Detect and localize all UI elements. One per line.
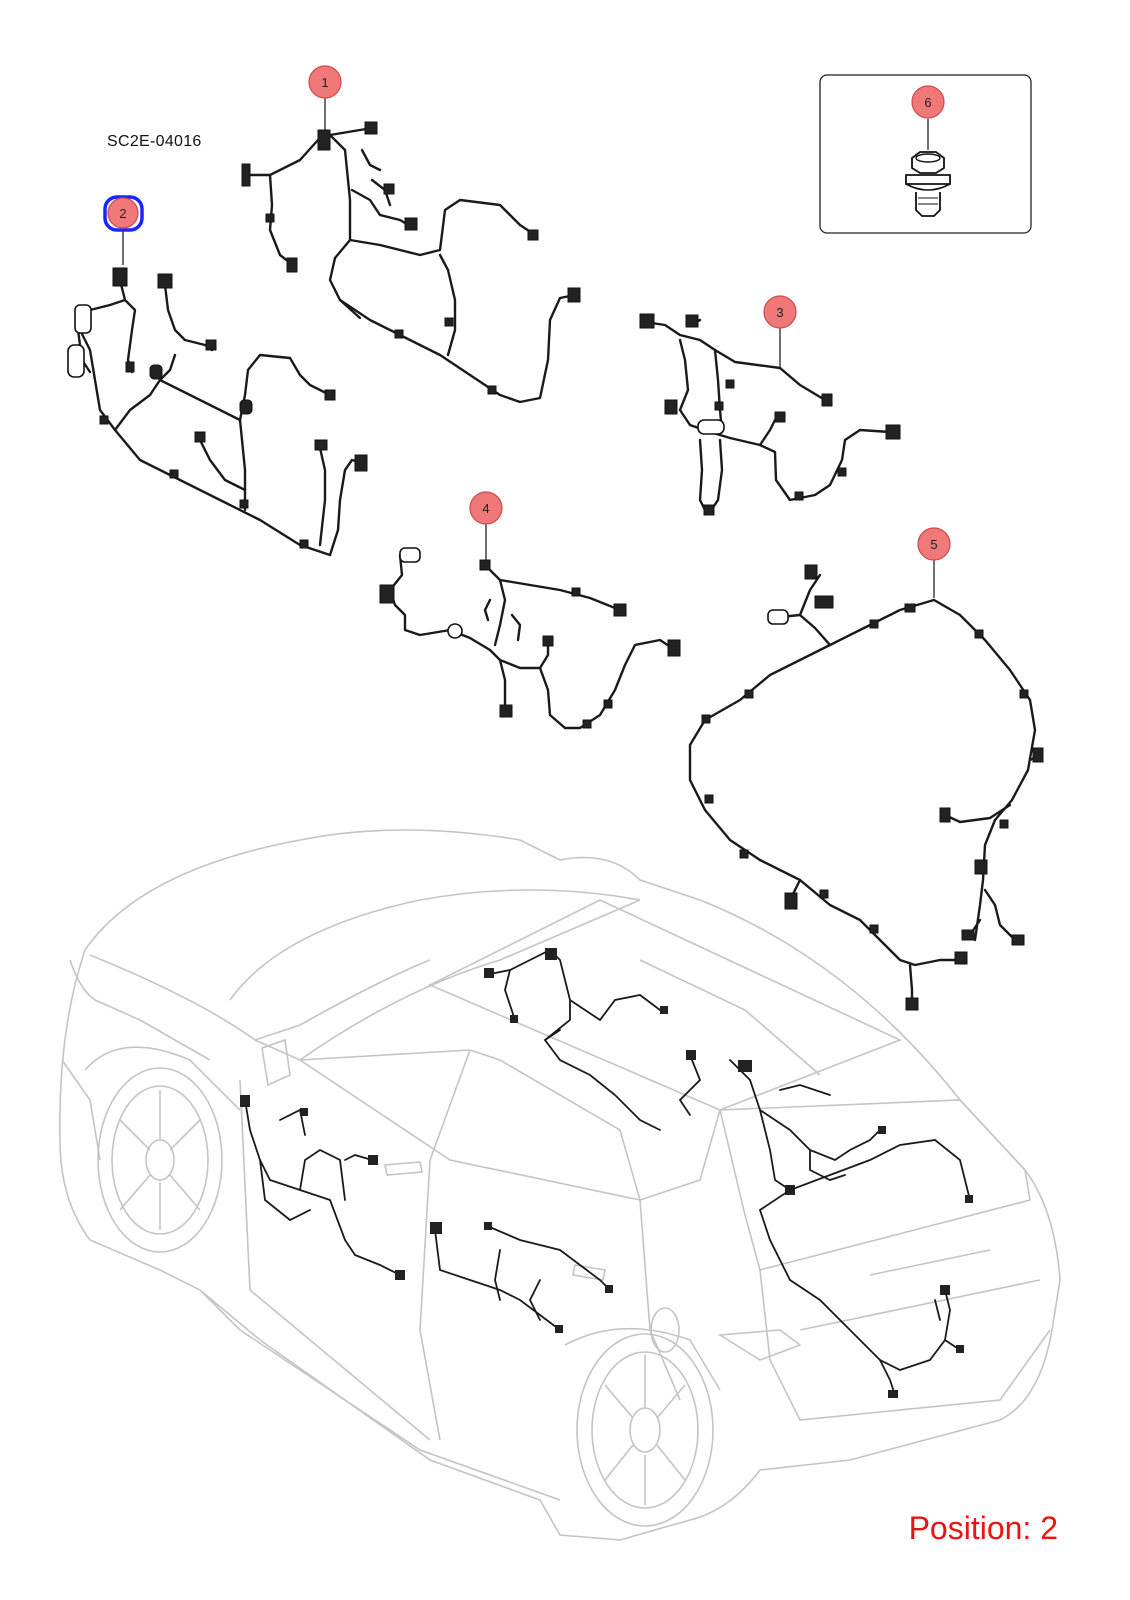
callout-1[interactable]: 1 bbox=[308, 65, 342, 99]
svg-text:6: 6 bbox=[924, 95, 931, 110]
wiring-harness-3 bbox=[639, 313, 901, 516]
callout-2-selected[interactable]: 2 bbox=[103, 195, 144, 232]
svg-text:5: 5 bbox=[930, 537, 937, 552]
callout-5[interactable]: 5 bbox=[917, 527, 951, 561]
callout-3[interactable]: 3 bbox=[763, 295, 797, 329]
inset-box-part-6 bbox=[819, 74, 1032, 234]
callout-4[interactable]: 4 bbox=[469, 491, 503, 525]
leader-lines bbox=[122, 98, 935, 598]
vehicle-outline bbox=[59, 829, 1061, 1541]
position-label: Position: 2 bbox=[908, 1510, 1058, 1546]
wiring-harness-5 bbox=[688, 564, 1044, 1011]
svg-text:3: 3 bbox=[776, 305, 783, 320]
code-label: SC2E-04016 bbox=[107, 133, 202, 150]
vehicle-harness-overlay bbox=[240, 948, 973, 1398]
svg-text:4: 4 bbox=[482, 501, 489, 516]
svg-text:1: 1 bbox=[321, 75, 328, 90]
wiring-harness-1 bbox=[241, 121, 581, 404]
wiring-harness-4 bbox=[379, 547, 681, 730]
svg-text:2: 2 bbox=[119, 206, 126, 221]
wiring-harness-2 bbox=[67, 267, 368, 557]
bolt-icon bbox=[905, 151, 951, 217]
callout-6[interactable]: 6 bbox=[911, 85, 945, 119]
